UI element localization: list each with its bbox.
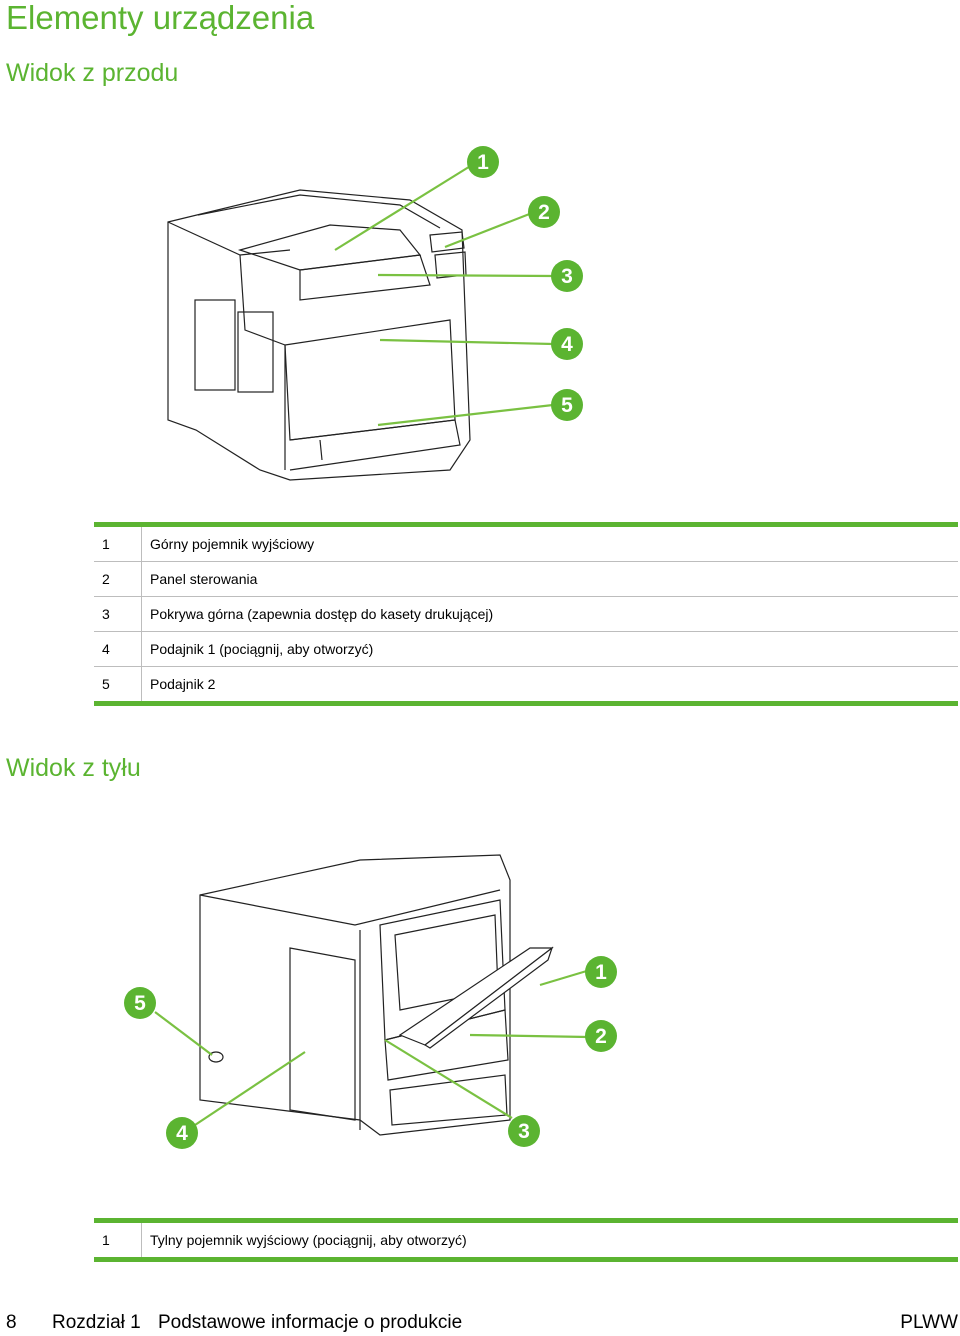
item-description: Pokrywa górna (zapewnia dostęp do kasety…	[150, 606, 494, 622]
rear-callout-markers: 1 2 3 4 5	[124, 956, 617, 1149]
callout-number: 2	[595, 1025, 607, 1048]
front-view-printer-illustration: 1 2 3 4 5	[167, 146, 583, 481]
callout-number: 5	[561, 394, 573, 417]
item-description: Podajnik 1 (pociągnij, aby otworzyć)	[150, 641, 374, 657]
page-number: 8	[6, 1312, 17, 1333]
callout-number: 3	[561, 265, 573, 288]
rear-view-heading: Widok z tyłu	[6, 754, 141, 782]
callout-circle	[124, 987, 156, 1019]
rear-output-door	[398, 946, 554, 1049]
callout-number: 1	[477, 151, 489, 174]
table-top-rule	[94, 1218, 958, 1223]
item-description: Tylny pojemnik wyjściowy (pociągnij, aby…	[150, 1232, 467, 1248]
callout-number: 2	[538, 201, 550, 224]
table-row: 4 Podajnik 1 (pociągnij, aby otworzyć)	[94, 632, 958, 667]
callout-4: 4	[166, 1117, 198, 1149]
callout-number: 5	[134, 992, 146, 1015]
front-parts-rows: 1 Górny pojemnik wyjściowy 2 Panel sterowan…	[94, 527, 958, 701]
item-number: 4	[94, 632, 142, 666]
callout-5: 5	[124, 987, 156, 1019]
callout-circle	[508, 1115, 540, 1147]
page-title: Elementy urządzenia	[6, 0, 315, 36]
callout-circle	[551, 328, 583, 360]
table-row: 5 Podajnik 2	[94, 667, 958, 701]
callout-circle	[585, 1020, 617, 1052]
table-row: 1 Górny pojemnik wyjściowy	[94, 527, 958, 562]
callout-3: 3	[508, 1115, 540, 1147]
rear-view-printer-illustration: 1 2 3 4 5	[124, 854, 617, 1149]
rear-parts-rows: 1 Tylny pojemnik wyjściowy (pociągnij, ab…	[94, 1223, 958, 1257]
front-callout-markers: 1 2 3 4 5	[467, 146, 583, 421]
front-view-heading: Widok z przodu	[6, 59, 179, 87]
callout-circle	[551, 389, 583, 421]
item-number: 3	[94, 597, 142, 631]
printer-front-drawing	[167, 189, 471, 481]
callout-number: 4	[176, 1122, 188, 1145]
chapter-label: Rozdział 1	[52, 1312, 141, 1333]
rear-leader-lines	[154, 968, 591, 1126]
callout-number: 1	[595, 961, 607, 984]
callout-3: 3	[551, 260, 583, 292]
table-top-rule	[94, 522, 958, 527]
front-leader-lines	[334, 164, 556, 427]
callout-1: 1	[467, 146, 499, 178]
item-number: 5	[94, 667, 142, 701]
callout-5: 5	[551, 389, 583, 421]
callout-number: 3	[518, 1120, 530, 1143]
item-description: Górny pojemnik wyjściowy	[150, 536, 315, 552]
callout-circle	[166, 1117, 198, 1149]
item-description: Panel sterowania	[150, 571, 258, 587]
callout-circle	[528, 196, 560, 228]
rear-parts-table: 1 Tylny pojemnik wyjściowy (pociągnij, ab…	[94, 1218, 958, 1262]
table-row: 1 Tylny pojemnik wyjściowy (pociągnij, ab…	[94, 1223, 958, 1257]
table-row: 2 Panel sterowania	[94, 562, 958, 597]
callout-2: 2	[585, 1020, 617, 1052]
callout-circle	[585, 956, 617, 988]
callout-circle	[551, 260, 583, 292]
callout-1: 1	[585, 956, 617, 988]
item-number: 2	[94, 562, 142, 596]
item-description: Podajnik 2	[150, 676, 216, 692]
callout-4: 4	[551, 328, 583, 360]
table-bottom-rule	[94, 1257, 958, 1262]
callout-number: 4	[561, 333, 573, 356]
chapter-title: Podstawowe informacje o produkcie	[158, 1312, 463, 1333]
table-row: 3 Pokrywa górna (zapewnia dostęp do kaset…	[94, 597, 958, 632]
callout-2: 2	[528, 196, 560, 228]
page-footer: 8 Rozdział 1 Podstawowe informacje o pro…	[0, 1310, 960, 1336]
item-number: 1	[94, 1223, 142, 1257]
item-number: 1	[94, 527, 142, 561]
table-bottom-rule	[94, 701, 958, 706]
edition-code: PLWW	[900, 1312, 958, 1333]
front-parts-table: 1 Górny pojemnik wyjściowy 2 Panel sterowan…	[94, 522, 958, 706]
callout-circle	[467, 146, 499, 178]
